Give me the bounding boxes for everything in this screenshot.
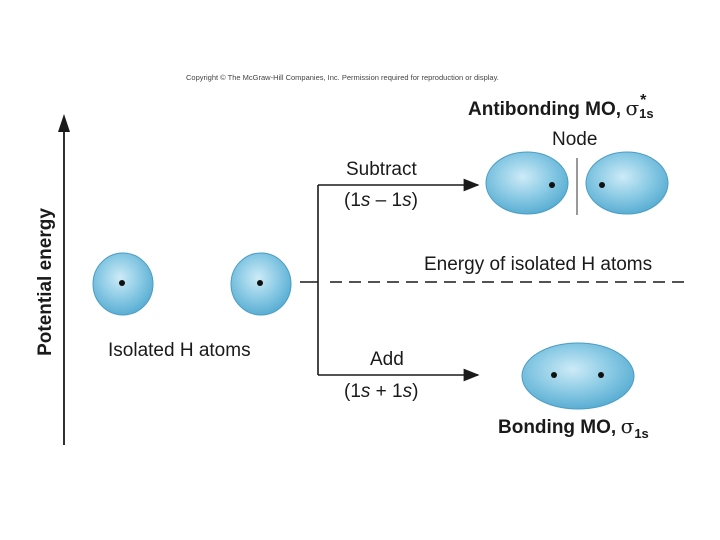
antibonding-title: Antibonding MO, σ*1s	[468, 92, 661, 121]
isolated-atoms-label: Isolated H atoms	[108, 340, 251, 361]
antibonding-lobe-right	[585, 151, 669, 215]
antibonding-lobe-left	[485, 151, 569, 215]
antibonding-sigma: σ	[625, 96, 640, 120]
bonding-nucleus-right	[598, 372, 604, 378]
subtract-label: Subtract	[346, 159, 417, 180]
add-expression: (1s + 1s)	[344, 381, 419, 402]
antibonding-nucleus-left	[549, 182, 555, 188]
add-label: Add	[370, 349, 404, 370]
subtract-expression: (1s – 1s)	[344, 190, 418, 211]
nucleus-left	[119, 280, 125, 286]
antibonding-nucleus-right	[599, 182, 605, 188]
bonding-title: Bonding MO, σ1s	[498, 414, 649, 441]
antibonding-star: *	[640, 92, 647, 109]
antibonding-label: Antibonding MO,	[468, 99, 622, 120]
copyright-notice: Copyright © The McGraw-Hill Companies, I…	[186, 73, 499, 82]
energy-line-label: Energy of isolated H atoms	[424, 254, 653, 275]
y-axis-arrowhead	[58, 114, 70, 132]
bonding-sigma: σ	[620, 414, 635, 438]
bonding-nucleus-left	[551, 372, 557, 378]
y-axis-label: Potential energy	[35, 208, 56, 356]
antibonding-subscript: 1s	[639, 106, 654, 121]
bonding-label: Bonding MO,	[498, 417, 617, 438]
bonding-subscript: 1s	[634, 426, 649, 441]
bonding-orbital	[521, 342, 635, 410]
nucleus-right	[257, 280, 263, 286]
node-label: Node	[552, 129, 598, 150]
